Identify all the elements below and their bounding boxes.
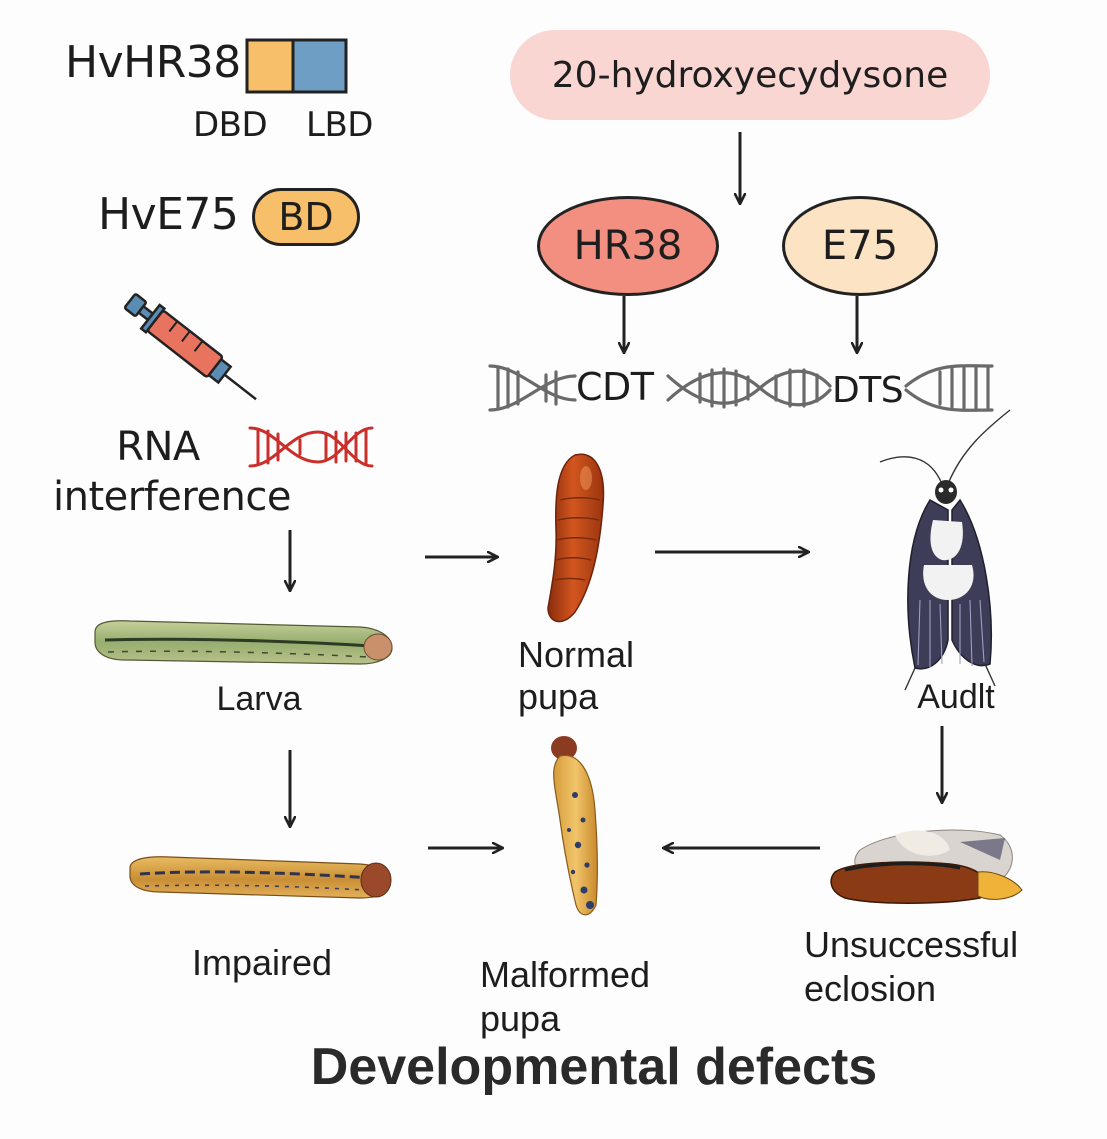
unsuccessful-eclosion-image bbox=[830, 829, 1023, 904]
footer-title: Developmental defects bbox=[310, 1038, 878, 1096]
adult-label: Audlt bbox=[917, 678, 995, 716]
lbd-box bbox=[291, 38, 348, 94]
rna-helix-icon bbox=[248, 426, 374, 468]
larva-image bbox=[94, 620, 393, 665]
rnai-label-line1: RNA bbox=[116, 424, 200, 470]
adult-moth-image bbox=[879, 409, 1011, 691]
bd-domain-pill: BD bbox=[252, 188, 360, 246]
impaired-larva-image bbox=[129, 856, 392, 899]
hr38-node: HR38 bbox=[537, 196, 719, 296]
normal-pupa-image bbox=[547, 453, 605, 623]
hvhr38-label: HvHR38 bbox=[65, 37, 241, 88]
dbd-label: DBD bbox=[193, 105, 268, 145]
malformed-pupa-image bbox=[551, 736, 598, 916]
cdt-gene-label: CDT bbox=[576, 365, 654, 409]
hve75-label: HvE75 bbox=[98, 189, 239, 240]
e75-node-label: E75 bbox=[821, 223, 899, 269]
dna-helix bbox=[488, 364, 994, 412]
e75-node: E75 bbox=[782, 196, 938, 296]
hormone-pill: 20-hydroxyecydysone bbox=[510, 30, 990, 120]
unsuccessful-eclosion-label-line1: Unsuccessful bbox=[804, 924, 1019, 965]
lbd-label: LBD bbox=[306, 105, 373, 145]
dts-gene-label: DTS bbox=[832, 370, 904, 411]
larva-label: Larva bbox=[216, 680, 302, 718]
hormone-label: 20-hydroxyecydysone bbox=[551, 54, 949, 96]
impaired-label: Impaired bbox=[191, 942, 333, 983]
bd-label: BD bbox=[278, 195, 334, 239]
normal-pupa-label-line2: pupa bbox=[518, 676, 599, 717]
flow-arrows bbox=[290, 530, 942, 848]
syringe-icon bbox=[123, 293, 257, 401]
hr38-node-label: HR38 bbox=[573, 223, 683, 269]
unsuccessful-eclosion-label-line2: eclosion bbox=[804, 968, 937, 1009]
dbd-box bbox=[245, 38, 295, 94]
malformed-pupa-label-line1: Malformed bbox=[480, 954, 651, 995]
normal-pupa-label-line1: Normal bbox=[518, 634, 635, 675]
rnai-label-line2: interference bbox=[52, 474, 292, 520]
malformed-pupa-label-line2: pupa bbox=[480, 998, 561, 1039]
